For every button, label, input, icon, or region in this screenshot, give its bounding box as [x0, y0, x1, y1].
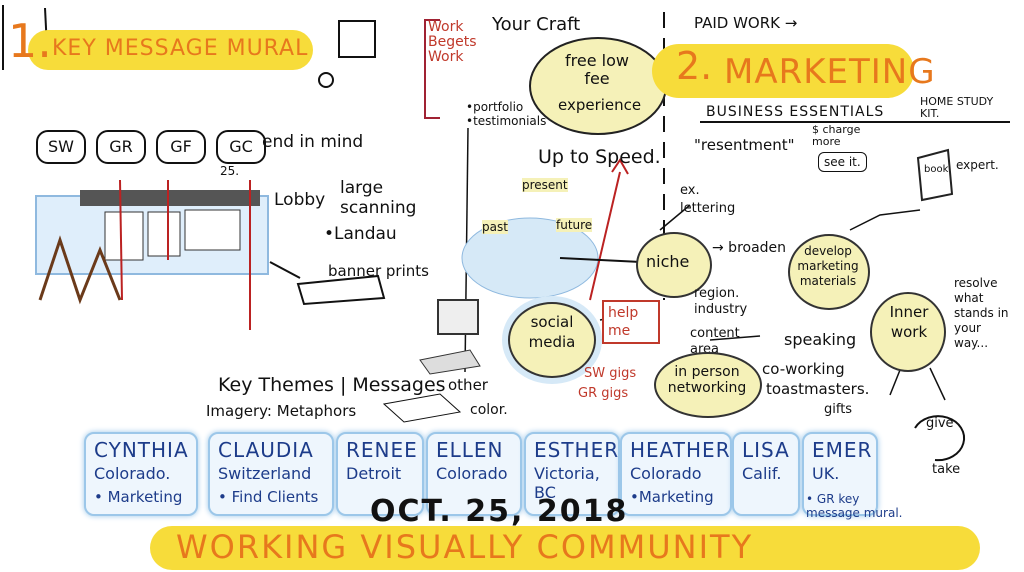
- broaden-label: → broaden: [712, 240, 787, 256]
- region-industry: region. industry: [694, 286, 748, 317]
- tag-gf: GF: [156, 130, 206, 164]
- tag-row: SW GR GF GC: [36, 130, 276, 164]
- free-low-fee: free low fee: [565, 51, 629, 88]
- section2-number: 2.: [676, 44, 713, 88]
- participant-card: RENEE Detroit: [336, 432, 424, 516]
- gifts-label: gifts: [824, 402, 853, 417]
- social-media-node: [508, 302, 596, 378]
- testimonials: •testimonials: [466, 114, 547, 128]
- tag-gr: GR: [96, 130, 146, 164]
- niche-label: niche: [646, 252, 690, 271]
- participant-place: Colorado: [436, 464, 508, 483]
- portfolio: •portfolio: [466, 100, 524, 114]
- home-study-kit: HOME STUDY KIT.: [920, 95, 994, 120]
- participant-card: CLAUDIA Switzerland • Find Clients: [208, 432, 334, 516]
- inner-work-label: Inner work: [889, 303, 929, 341]
- participant-card: EMER UK.: [802, 432, 878, 516]
- participant-place: UK.: [812, 464, 840, 483]
- banner-highlight: [150, 526, 980, 570]
- participant-place: Calif.: [742, 464, 782, 483]
- section2-subtitle: BUSINESS ESSENTIALS: [706, 104, 885, 120]
- charge-more: $ charge more: [812, 123, 861, 148]
- tag-gc: GC: [216, 130, 266, 164]
- banner-title: WORKING VISUALLY COMMUNITY: [176, 528, 754, 566]
- future-label: future: [556, 218, 593, 232]
- tag-sw: SW: [36, 130, 86, 164]
- participant-name: ESTHER: [534, 438, 620, 462]
- participant-name: HEATHER: [630, 438, 731, 462]
- landau-label: •Landau: [324, 224, 397, 244]
- present-label: present: [522, 178, 568, 192]
- person-icon: [318, 72, 334, 88]
- number-25: 25.: [220, 164, 240, 178]
- social-media-label: social media: [528, 313, 576, 351]
- participant-place: Victoria, BC: [534, 464, 600, 502]
- date-label: OCT. 25, 2018: [370, 494, 629, 529]
- book-label: book: [924, 164, 949, 175]
- participant-note: • Find Clients: [218, 488, 319, 506]
- color-label: color.: [470, 402, 508, 418]
- up-to-speed: Up to Speed.: [538, 146, 661, 168]
- toastmasters-label: toastmasters.: [766, 380, 870, 398]
- help-me-label: help me: [602, 300, 660, 344]
- large-scanning-label: large scanning: [340, 178, 417, 218]
- participant-name: RENEE: [346, 438, 418, 462]
- participant-place: Colorado: [630, 464, 702, 483]
- banner-prints-label: banner prints: [328, 262, 429, 280]
- take-label: take: [932, 462, 961, 477]
- participant-place: Detroit: [346, 464, 402, 483]
- participant-card: CYNTHIA Colorado. • Marketing: [84, 432, 198, 516]
- see-it: see it.: [818, 152, 867, 172]
- participant-name: LISA: [742, 438, 790, 462]
- in-person-label: in person networking: [667, 364, 747, 396]
- participant-card: HEATHER Colorado •Marketing: [620, 432, 732, 516]
- end-in-mind: end in mind: [262, 132, 364, 152]
- lobby-label: Lobby: [274, 190, 326, 210]
- develop-marketing-node: [788, 234, 870, 310]
- participant-note: • Marketing: [94, 488, 183, 506]
- gr-gigs: GR gigs: [578, 386, 629, 401]
- participant-name: ELLEN: [436, 438, 504, 462]
- emer-note: • GR key message mural.: [806, 492, 903, 520]
- notes-icon: [338, 20, 376, 58]
- section2-title: MARKETING: [724, 52, 936, 92]
- section1-title: KEY MESSAGE MURAL: [52, 36, 309, 61]
- resolve-label: resolve what stands in your way...: [954, 276, 1009, 350]
- give-label: give: [926, 416, 954, 431]
- participant-place: Colorado.: [94, 464, 171, 483]
- participant-name: EMER: [812, 438, 873, 462]
- ex-lettering: ex. lettering: [680, 183, 736, 216]
- participant-note: •Marketing: [630, 488, 714, 506]
- your-craft: Your Craft: [492, 14, 581, 35]
- sw-gigs: SW gigs: [584, 366, 637, 381]
- experience: experience: [558, 96, 642, 114]
- imagery-label: Imagery: Metaphors: [206, 402, 357, 420]
- section1-number: 1.: [8, 14, 52, 68]
- speaking-label: speaking: [784, 330, 857, 349]
- develop-marketing-label: develop marketing materials: [797, 244, 859, 288]
- section2-highlight: [652, 44, 914, 98]
- other-label: other: [448, 376, 488, 394]
- inner-work-node: [870, 292, 946, 372]
- expert: expert.: [956, 158, 999, 172]
- participant-place: Switzerland: [218, 464, 312, 483]
- paid-work: PAID WORK →: [694, 14, 798, 32]
- participant-card: LISA Calif.: [732, 432, 800, 516]
- past-label: past: [482, 220, 508, 234]
- work-begets-work: Work Begets Work: [428, 19, 477, 65]
- participant-name: CLAUDIA: [218, 438, 314, 462]
- participant-card: ELLEN Colorado: [426, 432, 522, 516]
- co-working-label: co-working: [762, 360, 845, 378]
- key-themes-label: Key Themes | Messages: [218, 374, 446, 396]
- in-person-node: [654, 352, 762, 418]
- niche-node: [636, 232, 712, 298]
- resentment: "resentment": [694, 136, 795, 154]
- participant-name: CYNTHIA: [94, 438, 189, 462]
- section1-highlight: [28, 30, 313, 70]
